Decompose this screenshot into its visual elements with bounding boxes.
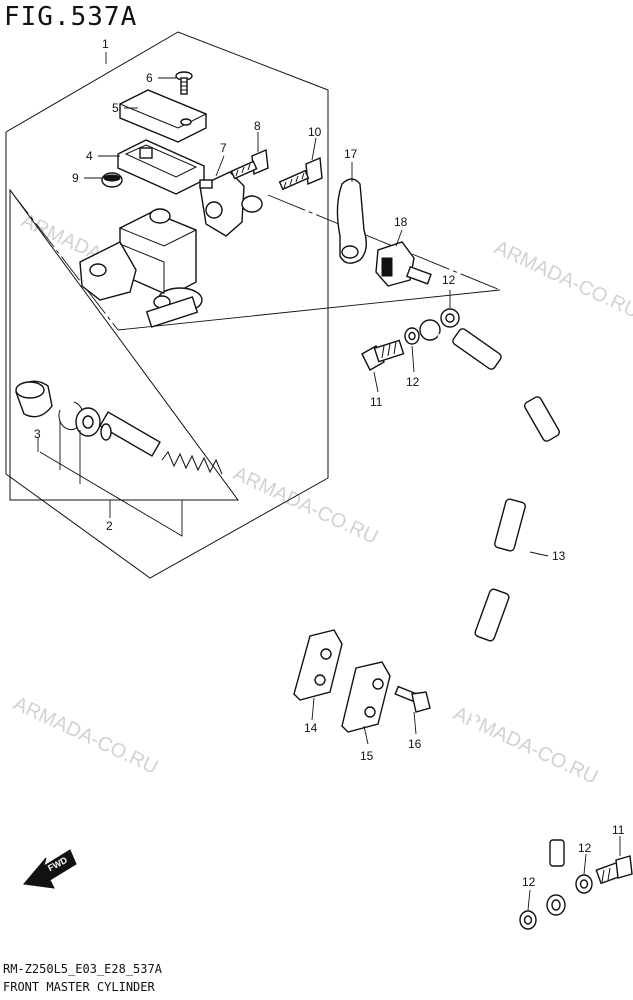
callout-8: 8	[254, 119, 261, 133]
ref-line-lower	[117, 289, 501, 331]
figure-code: RM-Z250L5_E03_E28_537A	[3, 962, 162, 976]
watermark-2: ARMADA-CO.RU	[491, 237, 633, 323]
part-2-piston-kit	[99, 411, 223, 475]
part-12-washer-upper-a	[404, 327, 420, 345]
ref-line-upper	[267, 194, 501, 291]
part-14-hose-guide	[293, 629, 343, 701]
callout-13: 13	[552, 549, 566, 563]
part-3-boot	[15, 380, 53, 418]
part-circlip	[58, 401, 84, 431]
part-11-banjo-bolt-lower	[595, 855, 633, 885]
callout-4: 4	[86, 149, 93, 163]
callout-3: 3	[34, 427, 41, 441]
callout-17: 17	[344, 147, 358, 161]
fwd-arrow-icon: FWD	[23, 849, 77, 889]
part-15-hose-guide	[341, 661, 391, 733]
leader-lines	[37, 52, 621, 911]
callout-12-upper-right: 12	[442, 273, 456, 287]
watermark-3: ARMADA-CO.RU	[230, 463, 381, 549]
callout-11-upper: 11	[370, 395, 383, 409]
part-12-washer-lower-b	[575, 874, 593, 894]
part-10-bolt	[278, 156, 323, 191]
part-8-bolt	[230, 148, 269, 180]
inset-outline	[9, 188, 239, 501]
assembly-outline	[5, 31, 329, 579]
callout-18: 18	[394, 215, 408, 229]
callout-12-lower-right: 12	[578, 841, 592, 855]
part-4-diaphragm-plate	[117, 139, 205, 195]
figure-name: FRONT MASTER CYLINDER	[3, 980, 155, 994]
part-16-bolt	[394, 685, 431, 713]
callout-7: 7	[220, 141, 227, 155]
part-9-sight-window	[101, 172, 123, 188]
callout-11-lower: 11	[612, 823, 625, 837]
figure-title: FIG.537A	[4, 2, 138, 32]
callout-5: 5	[112, 101, 119, 115]
callout-labels: 1 2 3 4 5 6 7 8 9 10 11 11 12 12 12 12 1…	[34, 37, 625, 889]
callout-2: 2	[106, 519, 113, 533]
part-17-lever	[336, 178, 367, 264]
callout-6: 6	[146, 71, 153, 85]
part-6-screw	[175, 71, 193, 95]
callout-10: 10	[308, 125, 322, 139]
part-11-banjo-bolt-upper	[361, 339, 405, 371]
watermark-4: ARMADA-CO.RU	[10, 693, 161, 779]
part-washer	[75, 407, 101, 437]
callout-12-lower-left: 12	[522, 875, 536, 889]
part-5-reservoir-cap	[118, 89, 208, 143]
part-12-washer-lower-a	[519, 910, 537, 930]
callout-12-upper-left: 12	[406, 375, 420, 389]
master-cylinder-body	[79, 208, 203, 328]
callout-14: 14	[304, 721, 318, 735]
callout-15: 15	[360, 749, 374, 763]
part-18-switch	[375, 241, 432, 287]
part-13-brake-hose	[419, 319, 567, 959]
callout-16: 16	[408, 737, 422, 751]
part-12-washer-upper-b	[440, 308, 460, 328]
callout-1: 1	[102, 37, 109, 51]
callout-9: 9	[72, 171, 79, 185]
ref-line-left	[9, 189, 119, 331]
part-7-clamp	[199, 171, 263, 237]
